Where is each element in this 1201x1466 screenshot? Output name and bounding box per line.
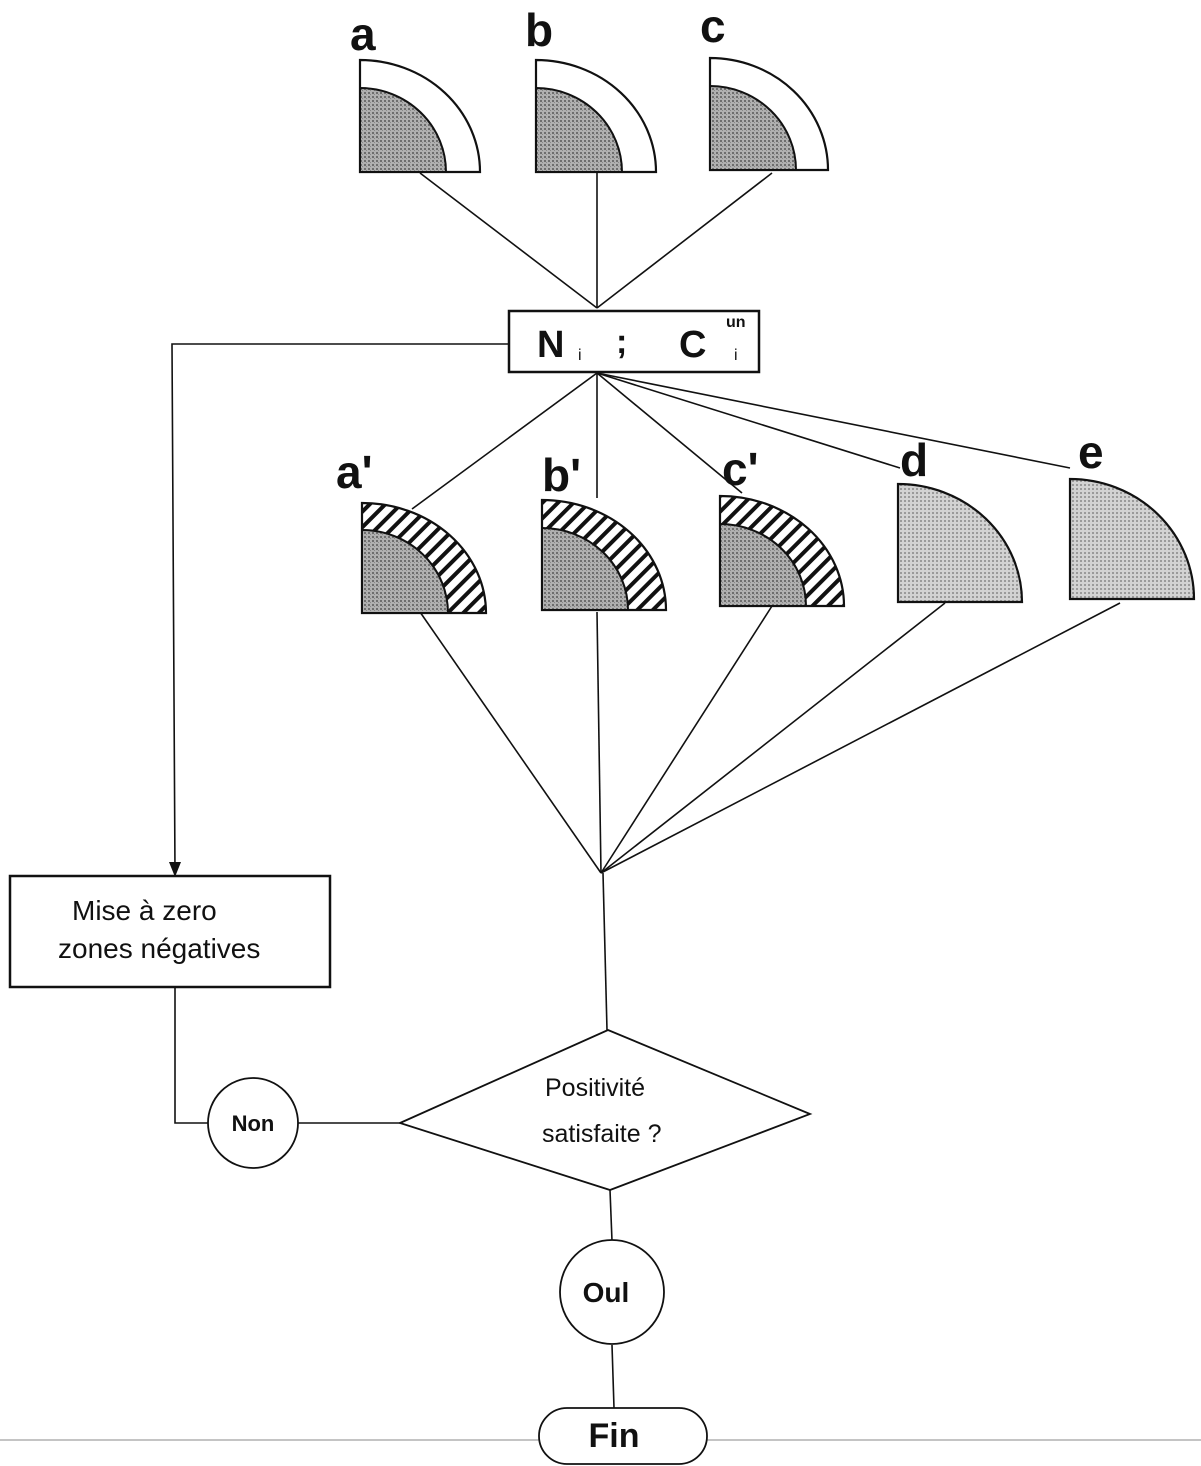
mid-connectors bbox=[411, 372, 1071, 510]
formula-box: N i ; C un i bbox=[507, 309, 761, 374]
label-a: a bbox=[350, 8, 376, 60]
quadrant-e bbox=[1068, 477, 1196, 601]
top-connectors bbox=[419, 172, 773, 309]
decision-line1: Positivité bbox=[545, 1074, 645, 1102]
positivity-decision: Positivité satisfaite ? bbox=[397, 1029, 813, 1191]
formula-c-subscript: i bbox=[734, 347, 738, 364]
label-c-prime: c' bbox=[722, 443, 759, 495]
end-label: Fin bbox=[589, 1417, 640, 1455]
label-b: b bbox=[525, 4, 553, 56]
label-a-prime: a' bbox=[336, 446, 373, 498]
end-terminator: Fin bbox=[0, 1407, 1201, 1465]
formula-separator: ; bbox=[616, 323, 627, 361]
label-e: e bbox=[1078, 426, 1104, 478]
reset-box-line2: zones négatives bbox=[58, 933, 260, 964]
reset-negative-zones-box: Mise à zero zones négatives bbox=[8, 874, 332, 989]
formula-n: N bbox=[537, 324, 564, 366]
formula-c: C bbox=[679, 324, 706, 366]
decision-line2: satisfaite ? bbox=[542, 1120, 662, 1148]
formula-n-subscript: i bbox=[578, 347, 582, 364]
quadrant-c-prime bbox=[718, 494, 846, 608]
quadrant-a-prime bbox=[360, 501, 488, 615]
feedback-loop bbox=[169, 343, 615, 1409]
reset-box-line1: Mise à zero bbox=[72, 895, 217, 926]
no-label: Non bbox=[232, 1111, 275, 1136]
formula-c-superscript: un bbox=[726, 314, 746, 331]
converge-connectors bbox=[419, 602, 1121, 1031]
yes-label: Oul bbox=[583, 1277, 630, 1308]
yes-branch-node: Oul bbox=[559, 1239, 665, 1345]
label-b-prime: b' bbox=[542, 449, 581, 501]
label-c: c bbox=[700, 0, 726, 52]
quadrant-c bbox=[708, 56, 830, 172]
no-branch-node: Non bbox=[207, 1077, 299, 1169]
label-d: d bbox=[900, 434, 928, 486]
quadrant-b-prime bbox=[540, 498, 668, 612]
quadrant-a bbox=[358, 58, 482, 174]
quadrant-b bbox=[534, 58, 658, 174]
quadrant-d bbox=[896, 482, 1024, 604]
